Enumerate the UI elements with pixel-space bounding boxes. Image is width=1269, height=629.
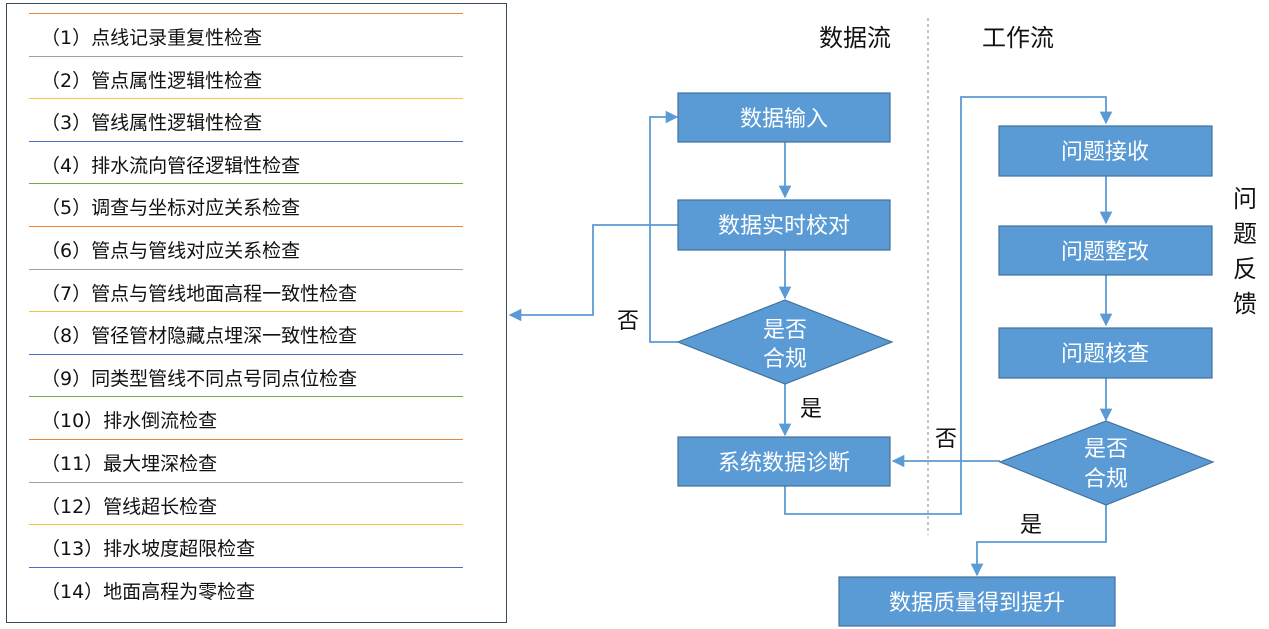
node-quality-improved-label: 数据质量得到提升 [889, 591, 1065, 616]
checklist-separator [29, 396, 463, 398]
edge-decision2-yes [970, 505, 1107, 577]
checklist-item: （1）点线记录重复性检查 [41, 27, 263, 49]
node-issue-fix-label: 问题整改 [1061, 240, 1149, 265]
checklist-item: （9）同类型管线不同点号同点位检查 [41, 367, 358, 390]
label-no-2: 否 [935, 427, 957, 452]
node-issue-verify-label: 问题核查 [1061, 342, 1149, 367]
node-issue-receive: 问题接收 [998, 125, 1213, 177]
label-yes-2: 是 [1020, 513, 1042, 538]
node-data-check: 数据实时校对 [677, 199, 891, 251]
decision-2-line-1: 是否 [1084, 437, 1128, 462]
data-flow-title: 数据流 [819, 24, 891, 52]
connectors [508, 96, 1113, 577]
edge-check-to-checklist [508, 224, 678, 322]
checklist-separator [29, 55, 463, 57]
checklist-separator [29, 439, 463, 440]
decision-compliant-1: 是否 合规 [676, 299, 894, 385]
decision-1-line-2: 合规 [763, 347, 807, 372]
node-system-diagnosis-label: 系统数据诊断 [718, 451, 850, 476]
checklist-item: （2）管点属性逻辑性检查 [41, 69, 263, 92]
checklist-separator [29, 481, 463, 483]
checklist-item: （7）管点与管线地面高程一致性检查 [41, 282, 358, 305]
node-data-input-label: 数据输入 [740, 107, 828, 132]
checklist-separator [29, 140, 463, 142]
checklist-item: （10）排水倒流检查 [41, 410, 218, 433]
checklist-item: （14）地面高程为零检查 [41, 580, 256, 603]
side-label-char-4: 馈 [1233, 290, 1257, 318]
side-label-char-1: 问 [1233, 185, 1257, 213]
checklist-item: （8）管径管材隐藏点埋深一致性检查 [41, 325, 358, 348]
label-yes-1: 是 [800, 397, 822, 422]
decision-1-line-1: 是否 [763, 318, 807, 343]
checklist-separator [29, 566, 463, 568]
node-issue-receive-label: 问题接收 [1061, 140, 1149, 165]
checklist-item: （5）调查与坐标对应关系检查 [41, 197, 301, 220]
node-issue-verify: 问题核查 [998, 327, 1213, 379]
checklist-separator [29, 268, 463, 270]
side-label-char-3: 反 [1233, 255, 1257, 283]
node-data-check-label: 数据实时校对 [718, 214, 850, 239]
checklist-item: （13）排水坡度超限检查 [41, 538, 256, 561]
checklist-item: （6）管点与管线对应关系检查 [41, 240, 301, 262]
decision-compliant-2: 是否 合规 [998, 420, 1215, 506]
node-issue-fix: 问题整改 [998, 225, 1213, 276]
decision-2-line-2: 合规 [1084, 467, 1128, 492]
checklist-panel: （1）点线记录重复性检查 （2）管点属性逻辑性检查 （3）管线属性逻辑性检查 （4）排… [6, 3, 507, 623]
node-system-diagnosis: 系统数据诊断 [677, 436, 891, 487]
checklist-separator [29, 226, 463, 227]
checklist-item: （11）最大埋深检查 [41, 453, 218, 475]
checklist-item: （4）排水流向管径逻辑性检查 [41, 154, 301, 177]
checklist-separator [29, 353, 463, 355]
node-data-input: 数据输入 [677, 92, 891, 143]
edge-decision1-no-loop [649, 110, 679, 343]
edge-diagnosis-to-receive [784, 96, 1113, 515]
checklist-separator [29, 183, 463, 185]
checklist-separator [29, 13, 463, 14]
checklist-separator [29, 311, 463, 313]
checklist-separator [29, 524, 463, 526]
node-quality-improved: 数据质量得到提升 [838, 576, 1116, 627]
checklist-separator [29, 98, 463, 100]
side-label-char-2: 题 [1233, 220, 1257, 248]
checklist-item: （12）管线超长检查 [41, 495, 218, 518]
checklist-item: （3）管线属性逻辑性检查 [41, 112, 263, 135]
label-no-1: 否 [617, 309, 639, 334]
work-flow-title: 工作流 [982, 24, 1054, 52]
